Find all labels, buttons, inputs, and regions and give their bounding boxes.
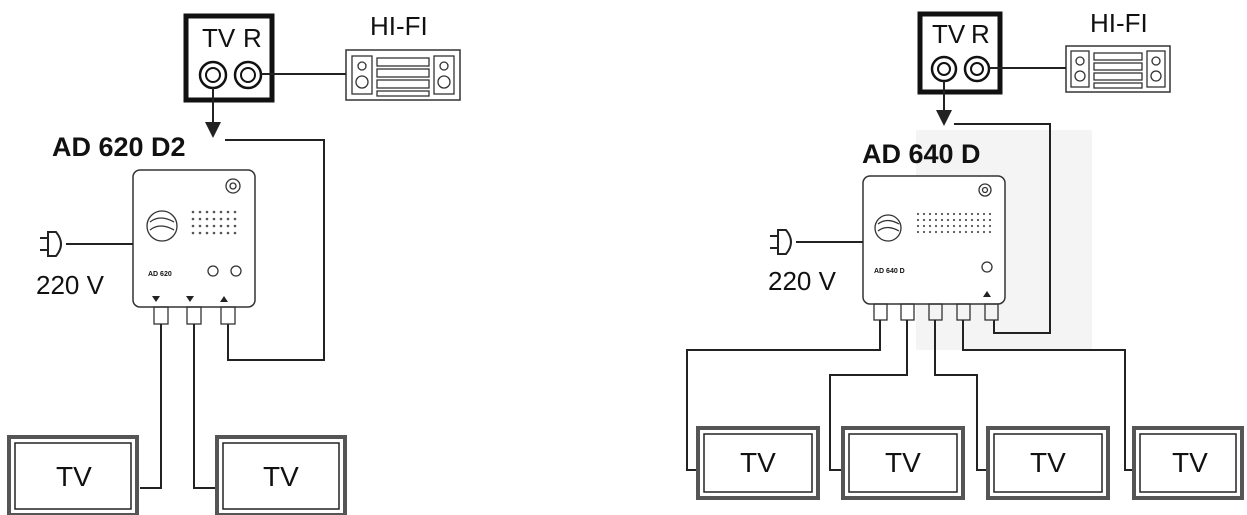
right-power-plug: 220 V	[768, 229, 863, 296]
right-model-label: AD 640 D	[862, 139, 981, 169]
right-tv-3-label: TV	[1030, 447, 1066, 478]
right-hifi: HI-FI	[1065, 8, 1171, 93]
right-amp-small-label: AD 640 D	[874, 268, 905, 275]
right-system: TV R HI-FI AD 640 D	[686, 8, 1244, 500]
right-tv-1: TV	[696, 426, 820, 500]
left-hifi: HI-FI	[345, 11, 461, 101]
left-tv-1: TV	[7, 435, 139, 515]
left-wall-socket: TV R	[183, 13, 275, 103]
left-hifi-label: HI-FI	[370, 11, 428, 41]
right-voltage-label: 220 V	[768, 266, 837, 296]
right-tv-3: TV	[986, 426, 1110, 500]
left-socket-tv-label: TV	[202, 23, 236, 53]
left-socket-radio-label: R	[243, 23, 262, 53]
left-amp-small-label: AD 620	[148, 271, 172, 278]
right-tv-2-label: TV	[885, 447, 921, 478]
left-vent-grid	[191, 210, 237, 235]
right-vent-grid	[916, 212, 992, 234]
right-tv-1-label: TV	[740, 447, 776, 478]
right-tv-4-label: TV	[1172, 447, 1208, 478]
left-model-label: AD 620 D2	[52, 132, 186, 162]
right-amplifier: AD 640 D	[862, 175, 1006, 321]
left-power-plug: 220 V	[36, 231, 133, 300]
left-tv-1-label: TV	[56, 461, 92, 492]
right-tv-2: TV	[841, 426, 965, 500]
left-tv-2: TV	[215, 435, 347, 515]
right-socket-tv-label: TV	[932, 19, 966, 49]
right-wall-socket: TV R	[917, 11, 1003, 95]
right-socket-radio-label: R	[971, 19, 990, 49]
left-tv-2-label: TV	[263, 461, 299, 492]
left-system: TV R HI-FI AD 620 D2	[7, 11, 461, 515]
left-amplifier: AD 620	[132, 169, 256, 325]
right-hifi-label: HI-FI	[1090, 8, 1148, 38]
left-voltage-label: 220 V	[36, 270, 105, 300]
right-tv-4: TV	[1132, 426, 1244, 500]
